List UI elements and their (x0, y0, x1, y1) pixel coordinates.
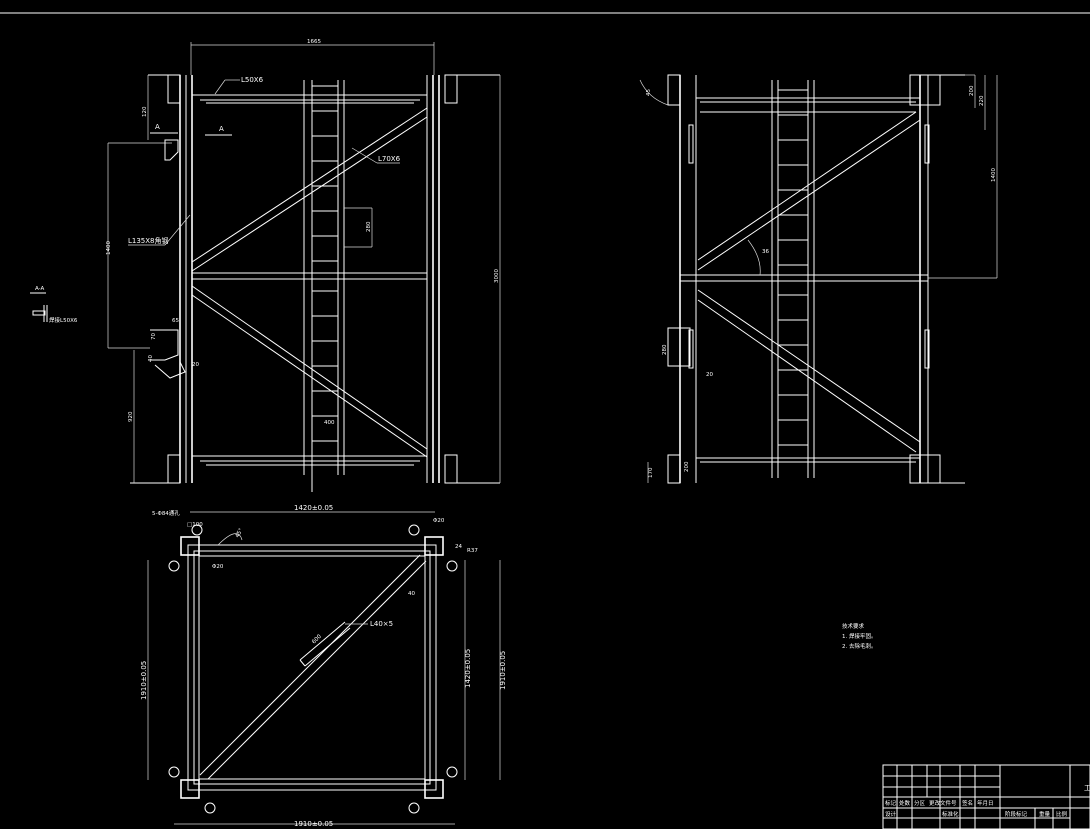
dim-left-1400: 1400 (106, 241, 112, 255)
plan-outer-frame (187, 544, 437, 791)
tb-cell-4: 更改文件号 (929, 799, 957, 807)
plan-label-40: 40 (408, 591, 415, 597)
side-flange-tr (909, 74, 941, 106)
tb-cell-8: 标准化 (942, 810, 959, 818)
side-dim-220: 220 (979, 95, 985, 106)
plan-dim-top: 1420±0.05 (294, 504, 333, 512)
corner-plate-tl (180, 536, 200, 556)
diagonal-lower (191, 285, 428, 450)
dim-side-70: 70 (151, 333, 157, 340)
plan-diagonal-brace (199, 554, 421, 776)
section-aa: A-A 焊接L50X6 (30, 286, 78, 324)
side-view: 45 200 220 1400 36 280 20 170 200 (639, 74, 998, 484)
side-dim-170: 170 (648, 467, 654, 478)
plan-label-600: 600 (311, 633, 323, 645)
tb-cell-3: 分区 (914, 799, 926, 807)
tb-cell-9: 阶段标记 (1005, 810, 1028, 818)
side-dim-200: 200 (969, 85, 975, 96)
tb-cell-10: 重量 (1039, 810, 1051, 818)
section-aa-note: 焊接L50X6 (49, 316, 78, 324)
plan-label-bolt: 5-Φ84通孔 (152, 509, 180, 517)
plan-label-d20-right: Φ20 (433, 518, 445, 524)
section-aa-title: A-A (35, 286, 45, 292)
dim-top-width: 1665 (307, 39, 321, 45)
front-view: 1665 (106, 39, 501, 492)
side-flange-tl (667, 74, 681, 106)
label-L70x6: L70X6 (378, 155, 401, 163)
tech-requirements: 技术要求 1. 焊接牢固。 2. 去除毛刺。 (842, 622, 877, 650)
tech-item-1: 1. 焊接牢固。 (842, 632, 877, 640)
plan-view: 1420±0.05 1910±0.05 1910±0.05 1420±0.05 … (140, 504, 507, 828)
side-dim-20: 20 (706, 372, 713, 378)
dim-left-920: 920 (128, 411, 134, 422)
side-dim-1400: 1400 (991, 168, 997, 182)
side-dim-280: 280 (662, 344, 668, 355)
dim-side-65: 65 (172, 318, 179, 324)
plan-dim-left: 1910±0.05 (140, 661, 148, 700)
plan-dim-right-inner: 1420±0.05 (464, 649, 472, 688)
bracket-detail-bottom (154, 361, 186, 379)
flange-top-left (167, 74, 181, 104)
plan-label-r37: R37 (467, 548, 478, 554)
dim-small-20: 20 (192, 362, 199, 368)
corner-plate-br (424, 779, 444, 799)
diagonal-upper (191, 107, 428, 263)
dim-side-40: 40 (148, 355, 154, 362)
corner-plate-bl (180, 779, 200, 799)
tb-cell-11: 比例 (1056, 810, 1068, 818)
label-L135: L135X8角钢 (128, 236, 169, 245)
flange-top-right (444, 74, 458, 104)
side-dim-bottom-200: 200 (684, 461, 690, 472)
plan-label-plate: □100 (187, 522, 203, 528)
side-flange-br (909, 454, 941, 484)
dim-center-280: 280 (366, 221, 372, 232)
side-angle-36: 36 (762, 249, 769, 255)
bracket-detail-mid (150, 329, 179, 361)
bracket-detail-top (164, 139, 179, 161)
tech-item-2: 2. 去除毛刺。 (842, 642, 877, 650)
flange-bottom-left (167, 454, 181, 484)
plan-dim-bottom: 1910±0.05 (294, 820, 333, 828)
dim-center-400: 400 (324, 420, 335, 426)
tb-cell-7: 设计 (885, 810, 897, 818)
dim-total-height: 3000 (494, 269, 500, 283)
plan-label-24: 24 (455, 544, 462, 550)
ladder-rungs (312, 85, 338, 442)
section-marker-a-left: A (155, 123, 160, 131)
title-block: 标记 处数 分区 更改文件号 签名 年月日 设计 标准化 阶段标记 重量 比例 … (882, 764, 1090, 829)
side-diagonal-upper (697, 111, 917, 261)
tb-cell-1: 标记 (885, 799, 897, 807)
dim-left-120: 120 (142, 106, 148, 117)
flange-bottom-right (444, 454, 458, 484)
tb-cell-6: 年月日 (977, 799, 994, 807)
label-L50x6: L50X6 (241, 76, 264, 84)
tb-cell-5: 签名 (962, 799, 973, 807)
plan-label-d20: Φ20 (212, 564, 224, 570)
side-diagonal-lower (697, 289, 921, 443)
plan-label-angle: 45° (235, 527, 245, 539)
side-ladder-rungs (778, 89, 808, 446)
corner-plate-tr (424, 536, 444, 556)
plan-label-L40: L40×5 (370, 620, 393, 628)
side-flange-bl (667, 454, 681, 484)
plan-dim-right-outer: 1910±0.05 (499, 651, 507, 690)
tb-cell-12: 工 (1084, 784, 1090, 792)
tb-cell-2: 处数 (899, 799, 911, 807)
section-marker-a-right: A (219, 125, 224, 133)
tech-title: 技术要求 (842, 622, 865, 630)
side-angle-45: 45 (646, 89, 652, 96)
